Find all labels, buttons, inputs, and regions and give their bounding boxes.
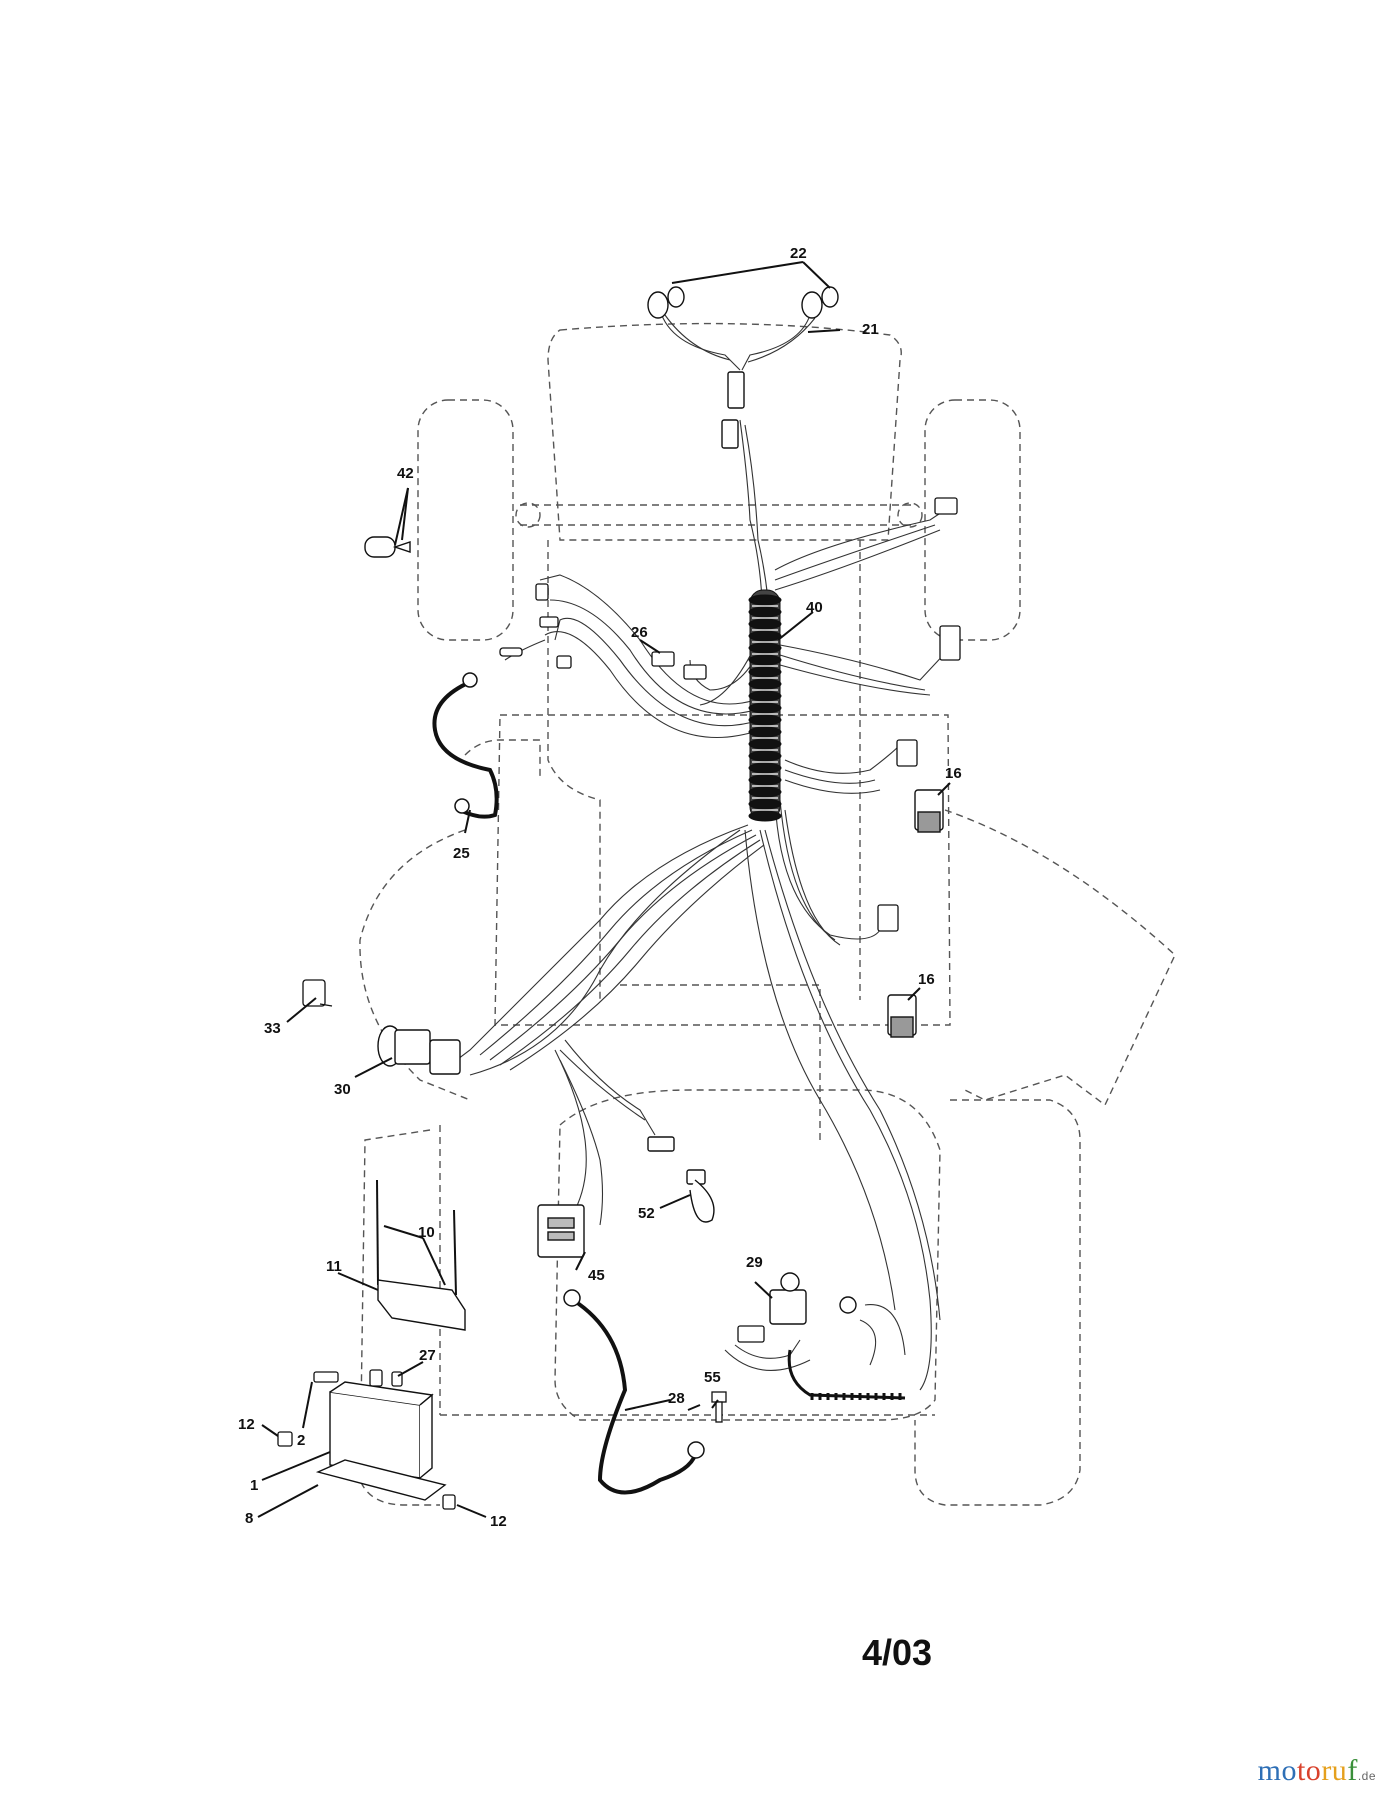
battery-bracket-11 bbox=[377, 1279, 466, 1331]
callout-2: 2 bbox=[297, 1432, 305, 1449]
battery-1 bbox=[329, 1381, 434, 1479]
callout-25: 25 bbox=[453, 845, 470, 862]
starter-solenoid-29 bbox=[769, 1272, 857, 1325]
harness-loom-sleeve bbox=[748, 589, 782, 822]
callout-labels: 22 21 42 40 26 16 25 16 33 30 52 10 11 4… bbox=[238, 245, 962, 1530]
headlight-bulbs bbox=[647, 286, 839, 319]
switch-connectors-26 bbox=[651, 651, 707, 680]
callout-52: 52 bbox=[638, 1205, 655, 1222]
harness-wires bbox=[449, 309, 949, 1391]
callout-16-upper: 16 bbox=[945, 765, 962, 782]
watermark-logo: motoruf.de bbox=[1258, 1754, 1376, 1788]
coiled-cable bbox=[787, 1349, 906, 1400]
watermark-part-3: ru bbox=[1321, 1754, 1348, 1787]
callout-8: 8 bbox=[245, 1510, 253, 1527]
callout-1: 1 bbox=[250, 1477, 258, 1494]
callout-26: 26 bbox=[631, 624, 648, 641]
callout-40: 40 bbox=[806, 599, 823, 616]
watermark-part-4: f bbox=[1347, 1754, 1358, 1787]
connectors-right bbox=[877, 497, 961, 932]
callout-10: 10 bbox=[418, 1224, 435, 1241]
tractor-outline bbox=[359, 322, 1176, 1506]
battery-holddown-10 bbox=[376, 1179, 457, 1296]
callout-45: 45 bbox=[588, 1267, 605, 1284]
ground-cable-28 bbox=[563, 1289, 705, 1495]
watermark-suffix: .de bbox=[1357, 1769, 1376, 1783]
callout-42: 42 bbox=[397, 465, 414, 482]
connector-52 bbox=[647, 1136, 715, 1223]
clip-33 bbox=[302, 979, 333, 1007]
callout-29: 29 bbox=[746, 1254, 763, 1271]
battery-cable-25 bbox=[432, 672, 499, 819]
watermark-part-1: mo bbox=[1257, 1754, 1297, 1787]
callout-33: 33 bbox=[264, 1020, 281, 1037]
pto-switch-knob bbox=[364, 536, 411, 558]
callout-16-lower: 16 bbox=[918, 971, 935, 988]
callout-27: 27 bbox=[419, 1347, 436, 1364]
callout-21: 21 bbox=[862, 321, 879, 338]
ignition-switch-30 bbox=[377, 1025, 461, 1075]
watermark-part-2: to bbox=[1296, 1754, 1322, 1787]
callout-30: 30 bbox=[334, 1081, 351, 1098]
hour-meter-45 bbox=[537, 1204, 585, 1258]
callout-28: 28 bbox=[668, 1390, 685, 1407]
callout-22: 22 bbox=[790, 245, 807, 262]
callout-12-left: 12 bbox=[238, 1416, 255, 1433]
battery-tray-8 bbox=[315, 1459, 447, 1501]
bolt-55 bbox=[711, 1391, 727, 1423]
connectors-left bbox=[499, 583, 572, 669]
leader-lines bbox=[257, 261, 951, 1518]
connector-29-side bbox=[737, 1325, 765, 1343]
callout-55: 55 bbox=[704, 1369, 721, 1386]
revision-code: 4/03 bbox=[862, 1632, 933, 1673]
callout-12-right: 12 bbox=[490, 1513, 507, 1530]
callout-11: 11 bbox=[326, 1258, 342, 1275]
headlight-connector bbox=[721, 371, 745, 449]
interlock-switches-16 bbox=[887, 789, 944, 1038]
